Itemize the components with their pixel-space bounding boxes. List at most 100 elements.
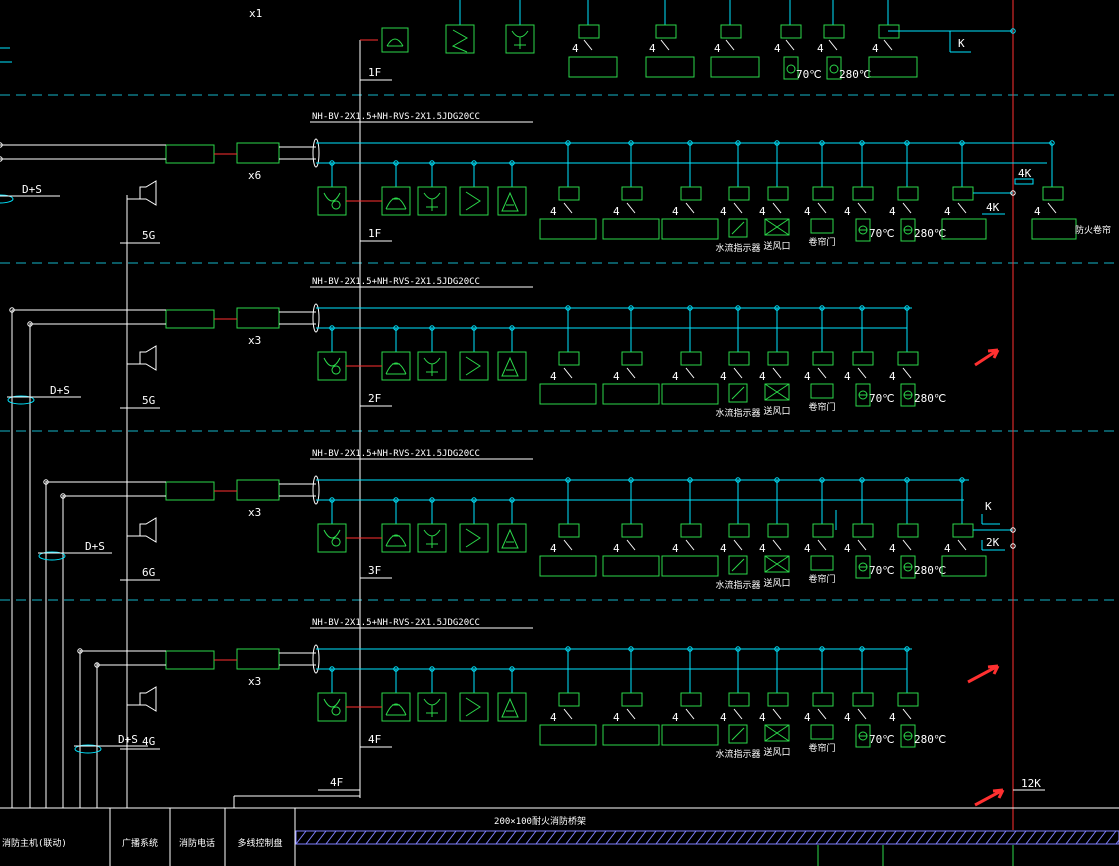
detector-device-box (497, 351, 527, 381)
temperature-label: 70℃ (869, 564, 895, 577)
shutter-door-box (810, 724, 834, 740)
cable-tray-hatch (355, 830, 367, 845)
linkage-device-label: 消防泵启动 (548, 225, 588, 235)
junction-node (859, 646, 865, 652)
hydrant-button-box (505, 24, 535, 54)
cable-tray-hatch (665, 830, 677, 845)
cable-tray-hatch (945, 830, 957, 845)
cable-tray-hatch (385, 830, 397, 845)
wire-count-label: 4 (759, 370, 766, 383)
relay-contact (733, 539, 743, 551)
relay-p-label: P (774, 692, 781, 706)
cable-tray-hatch (485, 830, 497, 845)
temperature-label: 280℃ (914, 227, 946, 240)
linkage-device-box (602, 218, 660, 240)
si-module-label: SI (251, 147, 265, 161)
junction-node (565, 477, 571, 483)
relay-p-box (558, 523, 580, 538)
relay-p-label: P (628, 692, 635, 706)
cable-tray-hatch (1035, 830, 1047, 845)
wire-count-label: 4 (572, 42, 579, 55)
cable-tray-hatch (685, 830, 697, 845)
floor-label: 1F (368, 227, 381, 240)
cable-tray-hatch (765, 830, 777, 845)
detector-device-box (497, 186, 527, 216)
relay-contact (902, 367, 912, 379)
relay-p-box (728, 692, 750, 707)
cable-bracket (312, 644, 320, 674)
junction-box-label: 消防接线箱 (170, 150, 210, 160)
si-module-label: SI (251, 653, 265, 667)
temperature-label: 280℃ (839, 68, 871, 81)
cable-tray-hatch (785, 830, 797, 845)
relay-p-box (728, 351, 750, 366)
module-multiplier-label: x3 (248, 675, 261, 688)
relay-p-label: P (904, 523, 911, 537)
cable-tray-outline (295, 830, 1119, 845)
fire-host-label: 消防主机(联动) (2, 837, 67, 849)
relay-p-box (621, 351, 643, 366)
fire-damper-box (855, 218, 871, 242)
wire-count-label: 4 (804, 711, 811, 724)
cable-tray-hatch (325, 830, 337, 845)
relay-p-box (621, 523, 643, 538)
relay-p-box (720, 24, 742, 39)
junction-node (565, 140, 571, 146)
cable-tray-hatch (615, 830, 627, 845)
wire-count-label: 4 (944, 205, 951, 218)
junction-node (94, 662, 100, 668)
linkage-device-box (602, 555, 660, 577)
cable-tray-hatch (1005, 830, 1017, 845)
manual-button-box (445, 24, 475, 54)
temperature-label: 70℃ (796, 68, 822, 81)
fire-damper-box (855, 555, 871, 579)
relay-p-label: P (774, 351, 781, 365)
wire-count-label: 4 (649, 42, 656, 55)
marker-arrow (974, 348, 1000, 367)
relay-p-label: P (565, 351, 572, 365)
cable-tray-hatch (595, 830, 607, 845)
relay-contact (626, 367, 636, 379)
wire-count-label: 4 (889, 711, 896, 724)
relay-p-box (621, 186, 643, 201)
junction-node (774, 646, 780, 652)
cable-tray-hatch (1015, 830, 1027, 845)
hydrant-button-icon (423, 192, 441, 211)
relay-p-box (852, 523, 874, 538)
cable-tray-hatch (895, 830, 907, 845)
cable-spec-label: NH-BV-2X1.5+NH-RVS-2X1.5JDG20CC (312, 277, 480, 287)
junction-node (429, 160, 435, 166)
temperature-label: 70℃ (869, 392, 895, 405)
junction-box-label: 消防接线箱 (170, 315, 210, 325)
sound-light-alarm-icon (501, 528, 519, 549)
relay-p-box (1042, 186, 1064, 201)
air-vent-label: 送风口 (763, 240, 790, 252)
cable-spec-label: NH-BV-2X1.5+NH-RVS-2X1.5JDG20CC (312, 449, 480, 459)
linkage-device-label: 消防泵启动 (548, 390, 588, 400)
relay-contact (725, 39, 735, 51)
cable-tray-hatch (605, 830, 617, 845)
k-tag-label: K (958, 37, 965, 50)
air-vent-icon (764, 383, 790, 401)
junction-node (329, 160, 335, 166)
linkage-device-label: 消防风机 (948, 562, 980, 572)
cable-tray-hatch (905, 830, 917, 845)
relay-contact (626, 539, 636, 551)
linkage-device-label: 电梯迫降 (674, 390, 706, 400)
junction-node (329, 325, 335, 331)
relay-p-box (680, 351, 702, 366)
relay-p-box (578, 24, 600, 39)
floor-label: 2F (368, 392, 381, 405)
shutter-door-box (810, 383, 834, 399)
detector-device-box (381, 692, 411, 722)
cable-tray-hatch (505, 830, 517, 845)
relay-p-label: P (819, 692, 826, 706)
cable-tray-hatch (965, 830, 977, 845)
junction-node (565, 305, 571, 311)
junction-node (687, 140, 693, 146)
air-vent-label: 送风口 (763, 577, 790, 589)
relay-p-box (558, 186, 580, 201)
cable-tray-hatch (705, 830, 717, 845)
relay-contact (883, 39, 893, 51)
si-module-label: SI (251, 312, 265, 326)
